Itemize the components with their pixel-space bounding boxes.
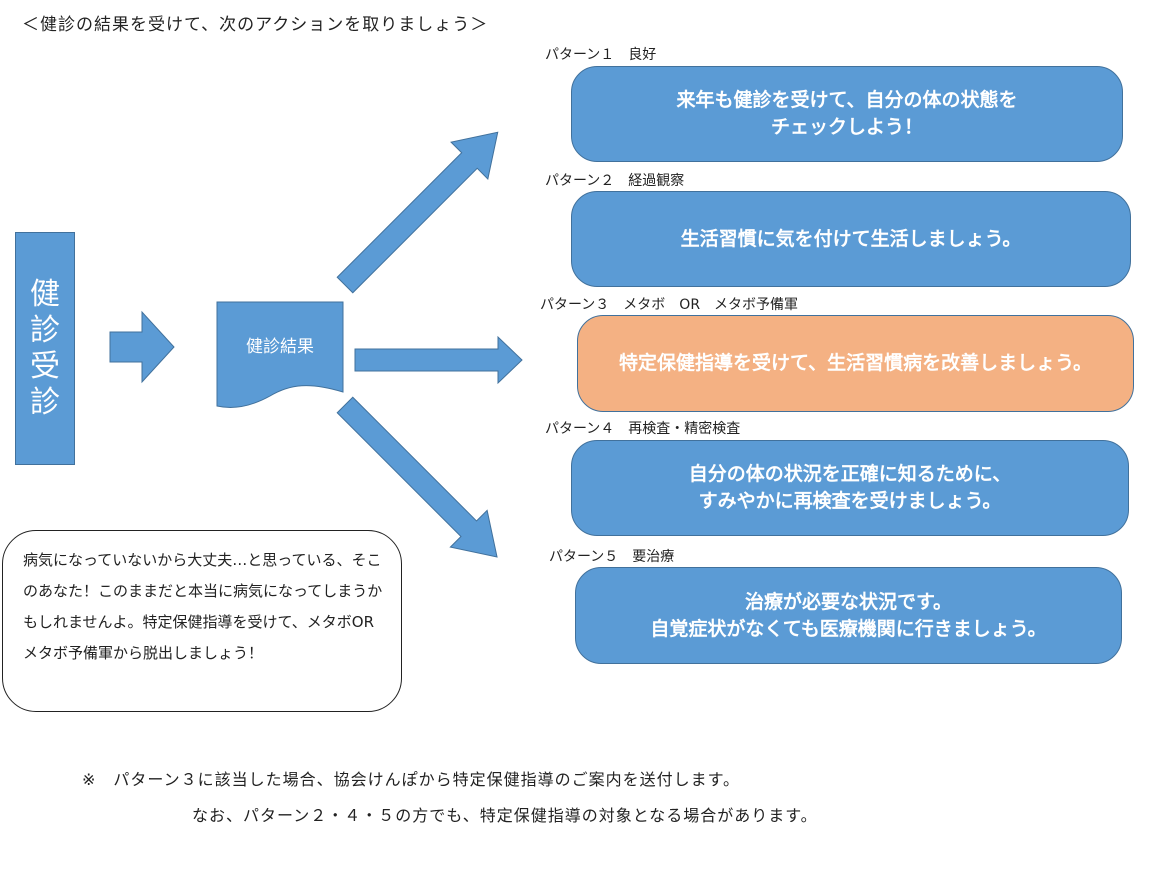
pattern2-label: パターン２ 経過観察 [545, 173, 685, 189]
arrow-to-pattern1-icon [336, 131, 499, 294]
result-document-icon [216, 301, 344, 409]
pattern1-box: 来年も健診を受けて、自分の体の状態を チェックしよう！ [571, 66, 1123, 162]
pattern5-label: パターン５ 要治療 [549, 549, 675, 565]
pattern4-label: パターン４ 再検査・精密検査 [545, 421, 741, 437]
pattern5-box: 治療が必要な状況です。 自覚症状がなくても医療機関に行きましょう。 [575, 567, 1122, 664]
arrow-to-pattern3-icon [354, 335, 523, 385]
speech-bubble: 病気になっていないから大丈夫…と思っている、そこのあなた！このままだと本当に病気… [2, 530, 402, 712]
arrow-to-pattern5-icon [336, 396, 498, 558]
exam-label: 健診受診 [30, 276, 60, 420]
pattern3-label: パターン３ メタボ OR メタボ予備軍 [540, 297, 799, 313]
exam-box: 健診受診 [15, 232, 75, 465]
result-label: 健診結果 [246, 337, 314, 357]
pattern1-label: パターン１ 良好 [545, 47, 657, 63]
page-title: ＜健診の結果を受けて、次のアクションを取りましょう＞ [22, 15, 489, 35]
arrow-to-result-icon [109, 310, 175, 384]
pattern2-box: 生活習慣に気を付けて生活しましょう。 [571, 191, 1131, 287]
pattern4-box: 自分の体の状況を正確に知るために、 すみやかに再検査を受けましょう。 [571, 440, 1129, 536]
pattern3-box: 特定保健指導を受けて、生活習慣病を改善しましょう。 [577, 315, 1134, 412]
note-line-2: なお、パターン２・４・５の方でも、特定保健指導の対象となる場合があります。 [192, 806, 818, 825]
note-line-1: ※ パターン３に該当した場合、協会けんぽから特定保健指導のご案内を送付します。 [82, 770, 741, 789]
